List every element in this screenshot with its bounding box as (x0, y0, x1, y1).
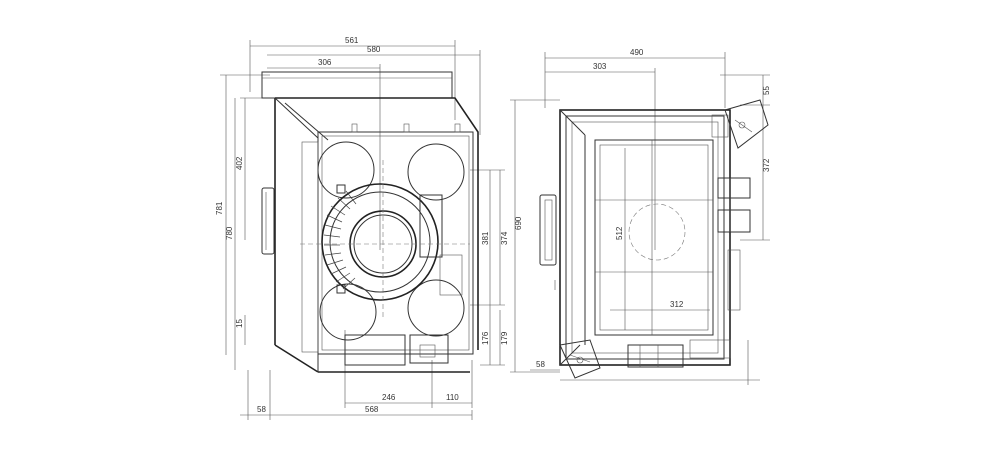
dim-55: 55 (762, 86, 771, 95)
dim-110: 110 (446, 393, 459, 402)
dim-381: 381 (481, 231, 490, 245)
dim-780: 780 (225, 226, 234, 240)
dim-58-right: 58 (536, 360, 545, 369)
dim-781: 781 (215, 201, 224, 215)
dim-176: 176 (481, 331, 490, 345)
dim-490: 490 (630, 48, 644, 57)
dim-568: 568 (365, 405, 379, 414)
right-right-dimensions: 55 372 (720, 74, 771, 241)
right-left-dimensions: 690 58 (510, 99, 560, 373)
fan-blades (323, 190, 357, 290)
ring-top-right (407, 143, 465, 201)
left-burner-rings (317, 141, 465, 341)
dim-372: 372 (762, 158, 771, 172)
right-top-dimensions: 490 303 (544, 48, 726, 250)
dim-690: 690 (514, 216, 523, 230)
dim-402: 402 (235, 156, 244, 170)
right-fan-outline (628, 203, 686, 261)
dim-580: 580 (367, 45, 381, 54)
dim-312: 312 (670, 300, 684, 309)
ring-bottom-left (319, 283, 377, 341)
dim-15: 15 (235, 319, 244, 328)
dim-246: 246 (382, 393, 396, 402)
dim-303: 303 (593, 62, 607, 71)
dim-561: 561 (345, 36, 359, 45)
dim-179: 179 (500, 331, 509, 345)
left-bottom-dimensions: 246 110 568 58 (240, 330, 473, 420)
right-side-components (554, 99, 769, 385)
ring-top-left (317, 141, 375, 199)
dim-58-left: 58 (257, 405, 266, 414)
left-central-fan (300, 160, 470, 320)
right-housing: 512 312 (539, 109, 731, 366)
ring-bottom-right (407, 279, 465, 337)
dim-374: 374 (500, 231, 509, 245)
left-view: 561 580 306 781 780 402 15 381 (215, 36, 509, 420)
left-housing (261, 71, 479, 373)
dim-306: 306 (318, 58, 332, 67)
dim-512: 512 (615, 226, 624, 240)
left-right-vertical-dimensions: 381 374 176 179 (470, 169, 509, 366)
left-vertical-dimensions: 781 780 402 15 (215, 74, 300, 370)
left-top-dimensions: 561 580 306 (249, 36, 481, 250)
right-view: 490 303 690 58 55 372 (510, 48, 771, 385)
left-bottom-components (344, 334, 449, 366)
